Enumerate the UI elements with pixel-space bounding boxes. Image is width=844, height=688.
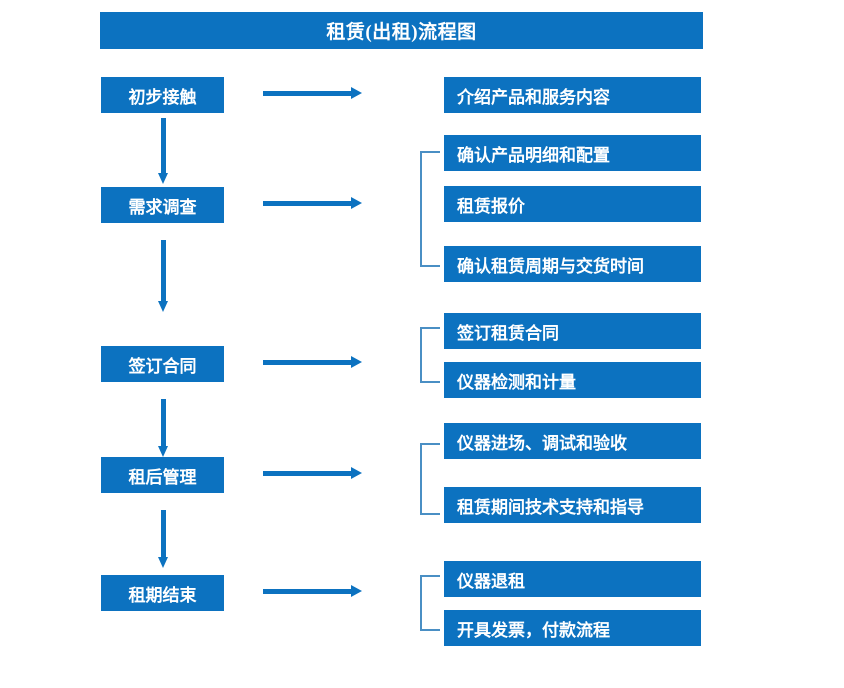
- group-bracket: [420, 443, 440, 515]
- task-node[interactable]: 仪器进场、调试和验收: [444, 423, 701, 459]
- arrow-head-icon: [351, 356, 362, 368]
- group-bracket: [420, 575, 440, 631]
- task-node[interactable]: 确认租赁周期与交货时间: [444, 246, 701, 282]
- arrow-shaft: [161, 240, 166, 302]
- arrow-head-icon: [158, 173, 168, 184]
- arrow-shaft: [161, 510, 166, 558]
- task-node[interactable]: 仪器退租: [444, 561, 701, 597]
- stage-node[interactable]: 签订合同: [101, 346, 224, 382]
- arrow-shaft: [263, 471, 352, 476]
- arrow-head-icon: [158, 301, 168, 312]
- arrow-shaft: [263, 589, 352, 594]
- stage-right-arrow: [263, 87, 362, 100]
- arrow-shaft: [263, 360, 352, 365]
- arrow-shaft: [263, 201, 352, 206]
- stage-right-arrow: [263, 467, 362, 480]
- arrow-head-icon: [351, 467, 362, 479]
- arrow-head-icon: [351, 585, 362, 597]
- stage-node[interactable]: 初步接触: [101, 77, 224, 113]
- arrow-head-icon: [158, 557, 168, 568]
- stage-down-arrow: [158, 510, 169, 568]
- task-node[interactable]: 介绍产品和服务内容: [444, 77, 701, 113]
- page-title: 租赁(出租)流程图: [100, 12, 703, 49]
- task-node[interactable]: 租赁期间技术支持和指导: [444, 487, 701, 523]
- task-node[interactable]: 确认产品明细和配置: [444, 135, 701, 171]
- task-node[interactable]: 签订租赁合同: [444, 313, 701, 349]
- stage-node[interactable]: 租期结束: [101, 575, 224, 611]
- arrow-head-icon: [351, 197, 362, 209]
- arrow-head-icon: [351, 87, 362, 99]
- stage-down-arrow: [158, 118, 169, 184]
- stage-down-arrow: [158, 399, 169, 457]
- group-bracket: [420, 151, 440, 267]
- arrow-shaft: [263, 91, 352, 96]
- task-node[interactable]: 仪器检测和计量: [444, 362, 701, 398]
- stage-right-arrow: [263, 197, 362, 210]
- arrow-shaft: [161, 118, 166, 174]
- group-bracket: [420, 327, 440, 383]
- stage-right-arrow: [263, 585, 362, 598]
- arrow-shaft: [161, 399, 166, 447]
- stage-right-arrow: [263, 356, 362, 369]
- stage-node[interactable]: 租后管理: [101, 457, 224, 493]
- arrow-head-icon: [158, 446, 168, 457]
- task-node[interactable]: 开具发票，付款流程: [444, 610, 701, 646]
- stage-down-arrow: [158, 240, 169, 312]
- stage-node[interactable]: 需求调查: [101, 187, 224, 223]
- task-node[interactable]: 租赁报价: [444, 186, 701, 222]
